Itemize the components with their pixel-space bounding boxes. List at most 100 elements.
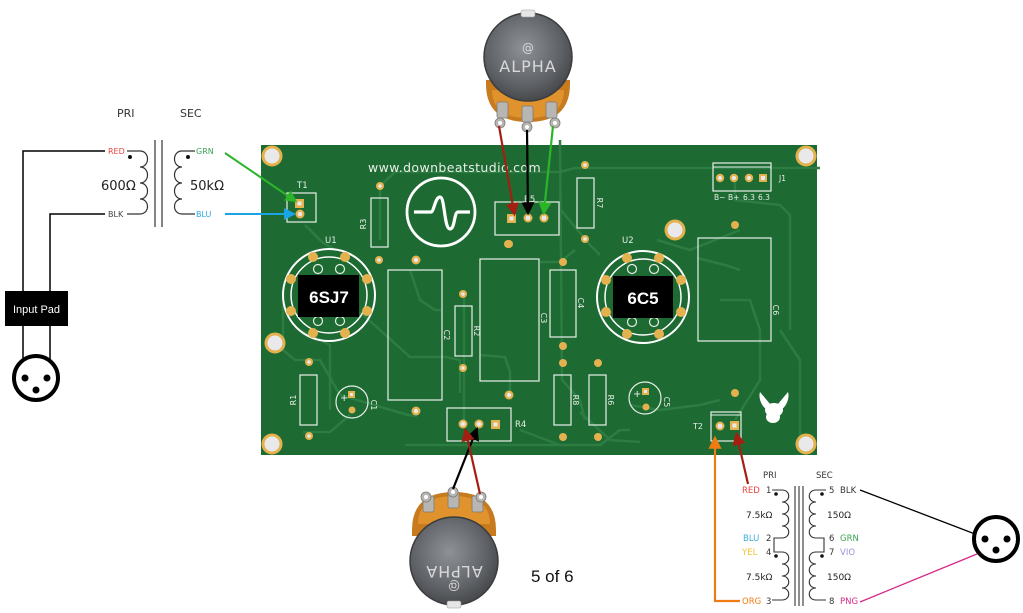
j1-pin-label: B−	[714, 193, 725, 202]
c6-ref: C6	[771, 305, 780, 316]
c3-ref: C3	[539, 313, 548, 324]
png-wire-to-output-xlr	[859, 553, 978, 603]
c1-polarity: +	[340, 393, 348, 404]
u2-ref: U2	[622, 236, 634, 246]
bottom-potentiometer: ALPHA @	[409, 486, 499, 609]
green-wire-top-pot	[538, 125, 555, 216]
input-transformer: PRI SEC RED BLK GRN BLU 600Ω 50kΩ	[101, 107, 224, 227]
top-pot-logo: @	[522, 41, 534, 55]
input-pad: Input Pad	[5, 291, 68, 326]
u2-tube-label-box	[613, 276, 673, 318]
r3-footprint: R3	[359, 182, 389, 248]
output-pri-heading: PRI	[763, 471, 777, 481]
u1-tube-label-box	[298, 275, 359, 317]
output-pri-lead-color: ORG	[742, 597, 761, 607]
output-sec-lead-color: VIO	[840, 548, 855, 558]
red-wire-to-t2	[732, 431, 750, 485]
u1-tube-type: 6SJ7	[309, 288, 349, 307]
input-wiring	[22, 150, 105, 360]
t1-footprint: T1	[286, 181, 317, 223]
c4-ref: C4	[576, 298, 585, 309]
j1-pin-label: 6.3	[758, 193, 770, 202]
t1-ref: T1	[296, 181, 308, 191]
c2-footprint: C2	[387, 269, 451, 401]
c5-footprint: + C5	[628, 381, 671, 415]
r1-ref: R1	[289, 395, 298, 406]
input-pad-label: Input Pad	[13, 304, 60, 316]
t2-ref: T2	[692, 422, 703, 431]
blk-wire-to-output-xlr	[859, 489, 976, 535]
output-pri-lower-impedance: 7.5kΩ	[746, 573, 773, 583]
c5-polarity: +	[633, 389, 641, 400]
input-xlr-connector-icon	[12, 354, 60, 402]
org-wire-to-t2	[708, 435, 740, 603]
input-windings	[127, 140, 195, 227]
output-pri-lead-pin: 3	[766, 597, 771, 607]
mounting-holes	[261, 145, 817, 455]
output-sec-heading: SEC	[816, 471, 833, 481]
output-sec-lead-pin: 7	[829, 548, 834, 558]
u1-ref: U1	[325, 236, 337, 246]
mounting-hole	[795, 145, 817, 167]
r8-ref: R8	[571, 395, 580, 406]
output-pri-lead-pin: 1	[766, 486, 771, 496]
bottom-pot-brand: ALPHA	[425, 562, 482, 581]
c6-footprint: C6	[697, 221, 780, 397]
output-pri-lead-color: BLU	[743, 534, 759, 544]
bunny-logo-icon	[759, 392, 789, 423]
r7-footprint: R7	[576, 161, 604, 243]
black-wire-top-pot	[521, 129, 535, 216]
output-sec-lead-pin: 8	[829, 597, 834, 607]
pcb-board: www.downbeatstudio.com T1 R3 R5	[261, 139, 820, 455]
u2-tube-type: 6C5	[627, 289, 658, 308]
grn-wire-to-t1	[224, 152, 298, 203]
r6-ref: R6	[606, 395, 615, 406]
output-sec-lower-impedance: 150Ω	[827, 573, 851, 583]
input-sec-bottom-lead: BLU	[196, 210, 212, 219]
input-pri-impedance: 600Ω	[101, 179, 136, 194]
top-pot-brand: ALPHA	[499, 57, 556, 76]
output-pri-lead-color: YEL	[741, 548, 758, 558]
r7-ref: R7	[595, 198, 604, 209]
output-pri-lead-pin: 2	[766, 534, 771, 544]
downbeat-logo	[405, 176, 477, 248]
output-sec-lead-pin: 6	[829, 534, 834, 544]
r8-footprint: R8	[553, 374, 580, 441]
mounting-hole	[261, 433, 283, 455]
output-pri-lead-pin: 4	[766, 548, 771, 558]
r5-ref: R5	[524, 195, 535, 205]
j1-footprint: J1 B− B+ 6.3 6.3	[712, 162, 786, 202]
u1-tube-socket: U1 6SJ7	[282, 236, 376, 342]
c2-ref: C2	[442, 330, 451, 341]
r1-footprint: R1	[289, 374, 318, 426]
r5-footprint: R5	[494, 195, 560, 248]
input-sec-heading: SEC	[180, 107, 202, 120]
output-transformer: PRI SEC RED 1 BLU 2 YEL 4 ORG 3 7.5kΩ 7.…	[741, 471, 859, 607]
output-sec-lead-color: GRN	[840, 534, 859, 544]
mounting-hole	[664, 219, 686, 241]
r2-ref: R2	[472, 326, 481, 337]
pcb-url-text: www.downbeatstudio.com	[368, 160, 541, 175]
output-sec-lead-pin: 5	[829, 486, 834, 496]
j1-pin-label: 6.3	[743, 193, 755, 202]
u2-tube-socket: U2 6C5	[596, 236, 690, 344]
output-sec-lead-color: BLK	[840, 486, 857, 496]
mounting-hole	[261, 145, 283, 167]
output-windings	[772, 486, 826, 606]
input-pri-top-lead: RED	[108, 147, 125, 156]
input-sec-impedance: 50kΩ	[190, 179, 224, 194]
page-indicator: 5 of 6	[531, 567, 574, 586]
c5-ref: C5	[662, 397, 671, 408]
t2-footprint: T2	[692, 411, 742, 442]
red-wire-bottom-pot	[461, 427, 482, 495]
output-xlr-connector-icon	[972, 515, 1020, 563]
red-wire-top-pot	[497, 125, 519, 217]
r4-ref: R4	[515, 420, 526, 430]
top-potentiometer: @ ALPHA	[483, 9, 573, 133]
mounting-hole	[795, 433, 817, 455]
output-pri-upper-impedance: 7.5kΩ	[746, 511, 773, 521]
j1-ref: J1	[778, 174, 786, 183]
output-pri-lead-color: RED	[742, 486, 760, 496]
output-sec-lead-color: PNG	[840, 597, 858, 607]
